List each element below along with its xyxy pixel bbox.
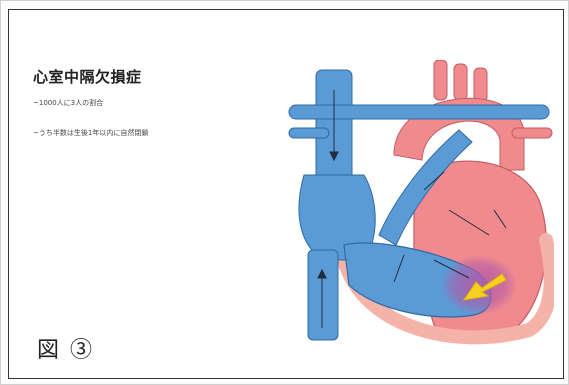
- aortic-branches: [434, 60, 487, 102]
- pulmonary-artery-branch: [289, 105, 549, 119]
- bullet-spontaneous-closure: ~うち半数は生後1年以内に自然閉鎖: [33, 128, 148, 138]
- pulmonary-vein-right: [512, 128, 552, 138]
- heart-diagram: [284, 60, 554, 350]
- inferior-vena-cava: [308, 250, 338, 340]
- slide-title: 心室中隔欠損症: [33, 66, 142, 87]
- slide-panel: 心室中隔欠損症 ~1000人に3人の割合 ~うち半数は生後1年以内に自然閉鎖: [8, 9, 564, 379]
- bullet-incidence: ~1000人に3人の割合: [33, 98, 103, 108]
- figure-label: 図 ③: [37, 332, 94, 364]
- pulmonary-vein-left: [289, 128, 329, 138]
